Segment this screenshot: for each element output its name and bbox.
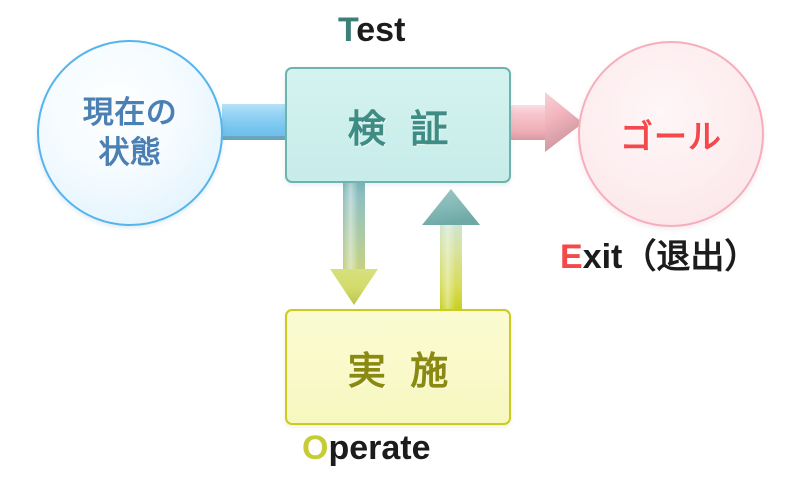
node-operate-label: 実 施 <box>347 350 456 393</box>
caption-test-rest: est <box>356 11 406 49</box>
caption-test: Test <box>338 11 405 50</box>
node-current-state-label: 現在の 状態 <box>83 93 178 172</box>
node-test[interactable]: 検 証 <box>285 67 511 183</box>
node-goal[interactable]: ゴール <box>578 41 764 227</box>
node-goal-label: ゴール <box>620 118 722 155</box>
current-state-line2: 状態 <box>98 135 162 170</box>
caption-operate-accent: O <box>302 429 329 467</box>
connector-start-to-test <box>222 104 287 140</box>
caption-operate: Operate <box>302 429 431 468</box>
caption-exit-rest: xit（退出） <box>582 238 759 276</box>
connector-operate-to-test <box>420 187 482 311</box>
caption-exit: Exit（退出） <box>560 229 758 278</box>
node-test-label: 検 証 <box>347 108 456 151</box>
caption-exit-accent: E <box>560 238 583 276</box>
node-current-state[interactable]: 現在の 状態 <box>37 40 223 226</box>
node-operate[interactable]: 実 施 <box>285 309 511 425</box>
connector-test-to-goal <box>510 90 585 154</box>
caption-operate-rest: perate <box>328 429 431 467</box>
connector-test-to-operate <box>328 181 380 307</box>
caption-test-accent: T <box>338 11 357 49</box>
current-state-line1: 現在の <box>82 95 178 131</box>
